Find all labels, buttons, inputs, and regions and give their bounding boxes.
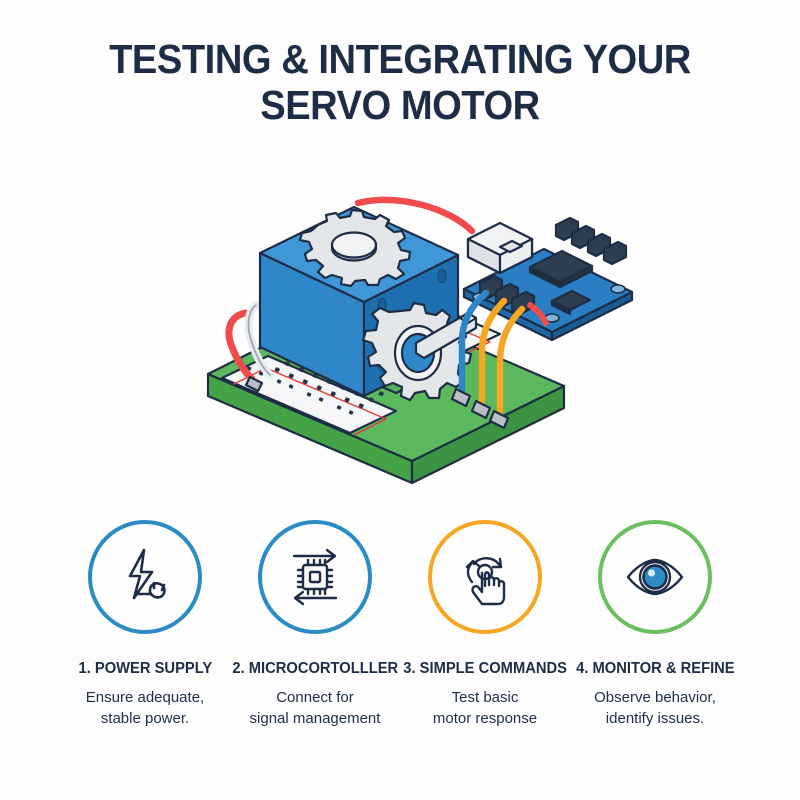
step-item-microcontroller: 2. MICROCORTOLLLER Connect for signal ma… <box>230 520 400 729</box>
secondary-chip <box>550 289 592 316</box>
step-desc-3-line-1: Test basic <box>451 689 519 706</box>
step-desc-1-line-2: stable power. <box>100 710 190 727</box>
steps-row: 1. POWER SUPPLY Ensure adequate, stable … <box>0 520 800 729</box>
page-title-line-2: SERVO MOTOR <box>260 82 540 128</box>
step-desc-3: Test basic motor response <box>433 687 537 729</box>
step-desc-2: Connect for signal management <box>250 687 381 729</box>
jumper-wires <box>450 289 549 430</box>
small-component <box>498 239 524 254</box>
step-title-2: 2. MICROCORTOLLLER <box>232 660 398 677</box>
step-title-3: 3. SIMPLE COMMANDS <box>403 660 567 677</box>
step-desc-2-line-1: Connect for <box>276 689 354 706</box>
hand-tap-rotate-icon <box>465 557 506 606</box>
eye-icon <box>626 558 684 596</box>
step-icon-circle-2 <box>258 520 372 634</box>
step-title-1: 1. POWER SUPPLY <box>78 660 212 677</box>
step-desc-3-line-2: motor response <box>432 710 538 727</box>
header-pins-top <box>554 216 628 266</box>
main-chip <box>528 249 594 289</box>
board-mount-holes <box>472 284 626 323</box>
step-desc-2-line-2: signal management <box>249 710 381 727</box>
page-title-line-1: TESTING & INTEGRATING YOUR <box>109 36 691 82</box>
step-desc-1-line-1: Ensure adequate, <box>85 689 205 706</box>
step-icon-circle-1 <box>88 520 202 634</box>
step-icon-circle-3 <box>428 520 542 634</box>
step-desc-1: Ensure adequate, stable power. <box>86 687 204 729</box>
step-icon-circle-4 <box>598 520 712 634</box>
step-item-simple-commands: 3. SIMPLE COMMANDS Test basic motor resp… <box>400 520 570 729</box>
step-desc-4-line-2: identify issues. <box>605 710 705 727</box>
servo-motor-illustration <box>200 165 640 495</box>
step-title-4: 4. MONITOR & REFINE <box>575 660 735 677</box>
microchip-arrows-icon <box>292 548 338 606</box>
motor-cable-sheath <box>244 301 274 379</box>
power-plug-lightning-icon <box>128 548 166 600</box>
top-gear <box>298 208 412 288</box>
step-item-power-supply: 1. POWER SUPPLY Ensure adequate, stable … <box>60 520 230 729</box>
step-desc-4: Observe behavior, identify issues. <box>594 687 716 729</box>
power-wire-red <box>225 309 264 393</box>
power-wire-board-to-motor <box>354 196 476 235</box>
page-title: TESTING & INTEGRATING YOUR SERVO MOTOR <box>0 36 800 128</box>
step-desc-4-line-1: Observe behavior, <box>594 689 716 706</box>
step-item-monitor-refine: 4. MONITOR & REFINE Observe behavior, id… <box>570 520 740 729</box>
